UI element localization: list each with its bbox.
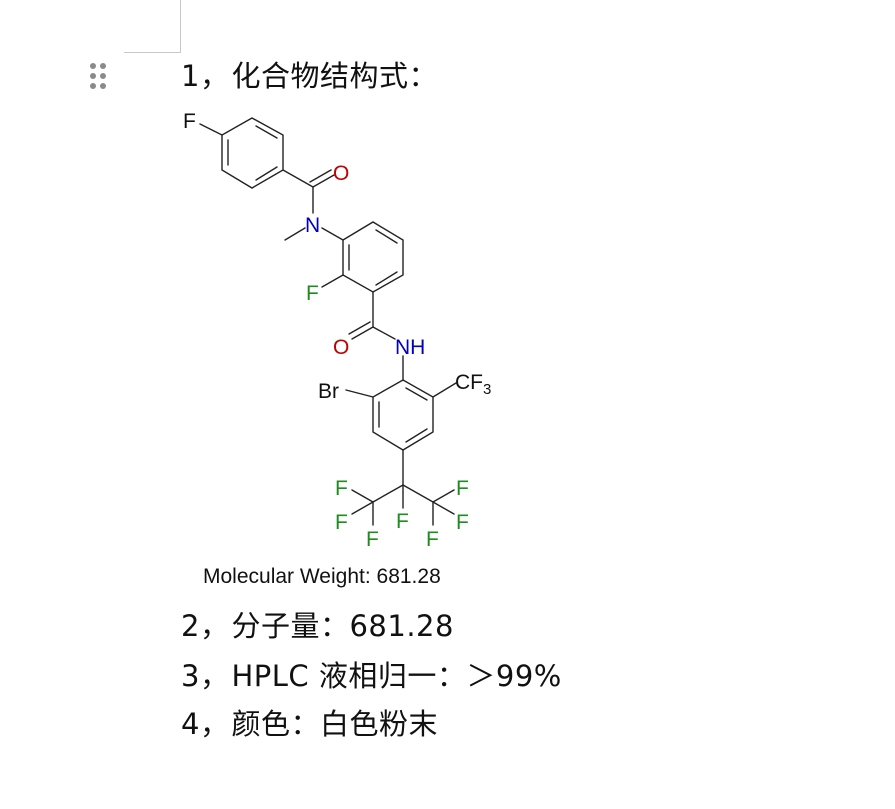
item-label: 颜色： (231, 707, 320, 741)
list-item-molecular-weight: 2，分子量：681.28 (181, 608, 454, 644)
atom-label-cf3: CF3 (455, 371, 491, 398)
drag-handle-icon[interactable] (89, 62, 109, 90)
molecular-weight-caption: Molecular Weight: 681.28 (203, 565, 441, 588)
item-number: 4， (181, 707, 230, 741)
list-item-hplc-purity: 3，HPLC 液相归一：＞99% (181, 658, 562, 694)
atom-label-f: F (335, 511, 348, 534)
list-item-color: 4，颜色：白色粉末 (181, 706, 438, 742)
atom-label-o: O (333, 336, 349, 359)
atom-label-f: F (366, 528, 379, 551)
item-value: ＞99% (466, 659, 562, 693)
atom-label-f: F (456, 477, 469, 500)
item-label: HPLC 液相归一： (231, 659, 467, 693)
item-number: 1， (181, 59, 230, 93)
atom-label-br: Br (318, 380, 339, 403)
atom-label-f: F (306, 282, 319, 305)
item-value: 白色粉末 (319, 707, 438, 741)
item-number: 3， (181, 659, 230, 693)
atom-label-o: O (333, 162, 349, 185)
atom-label-nh: NH (395, 336, 425, 359)
atom-label-f: F (396, 510, 409, 533)
atom-label-f: F (335, 477, 348, 500)
atom-label-f: F (426, 528, 439, 551)
item-number: 2， (181, 609, 230, 643)
atom-label-f: F (456, 511, 469, 534)
page-margin-corner-marker (124, 0, 181, 53)
chemical-structure: F O N F O NH Br CF3 F F F F F F F (183, 110, 491, 551)
atom-label-n: N (305, 214, 320, 237)
item-label: 分子量： (231, 609, 350, 643)
item-label: 化合物结构式： (231, 59, 438, 93)
atom-label-f: F (183, 110, 196, 133)
list-item-structure: 1，化合物结构式： (181, 58, 438, 94)
item-value: 681.28 (349, 609, 454, 643)
